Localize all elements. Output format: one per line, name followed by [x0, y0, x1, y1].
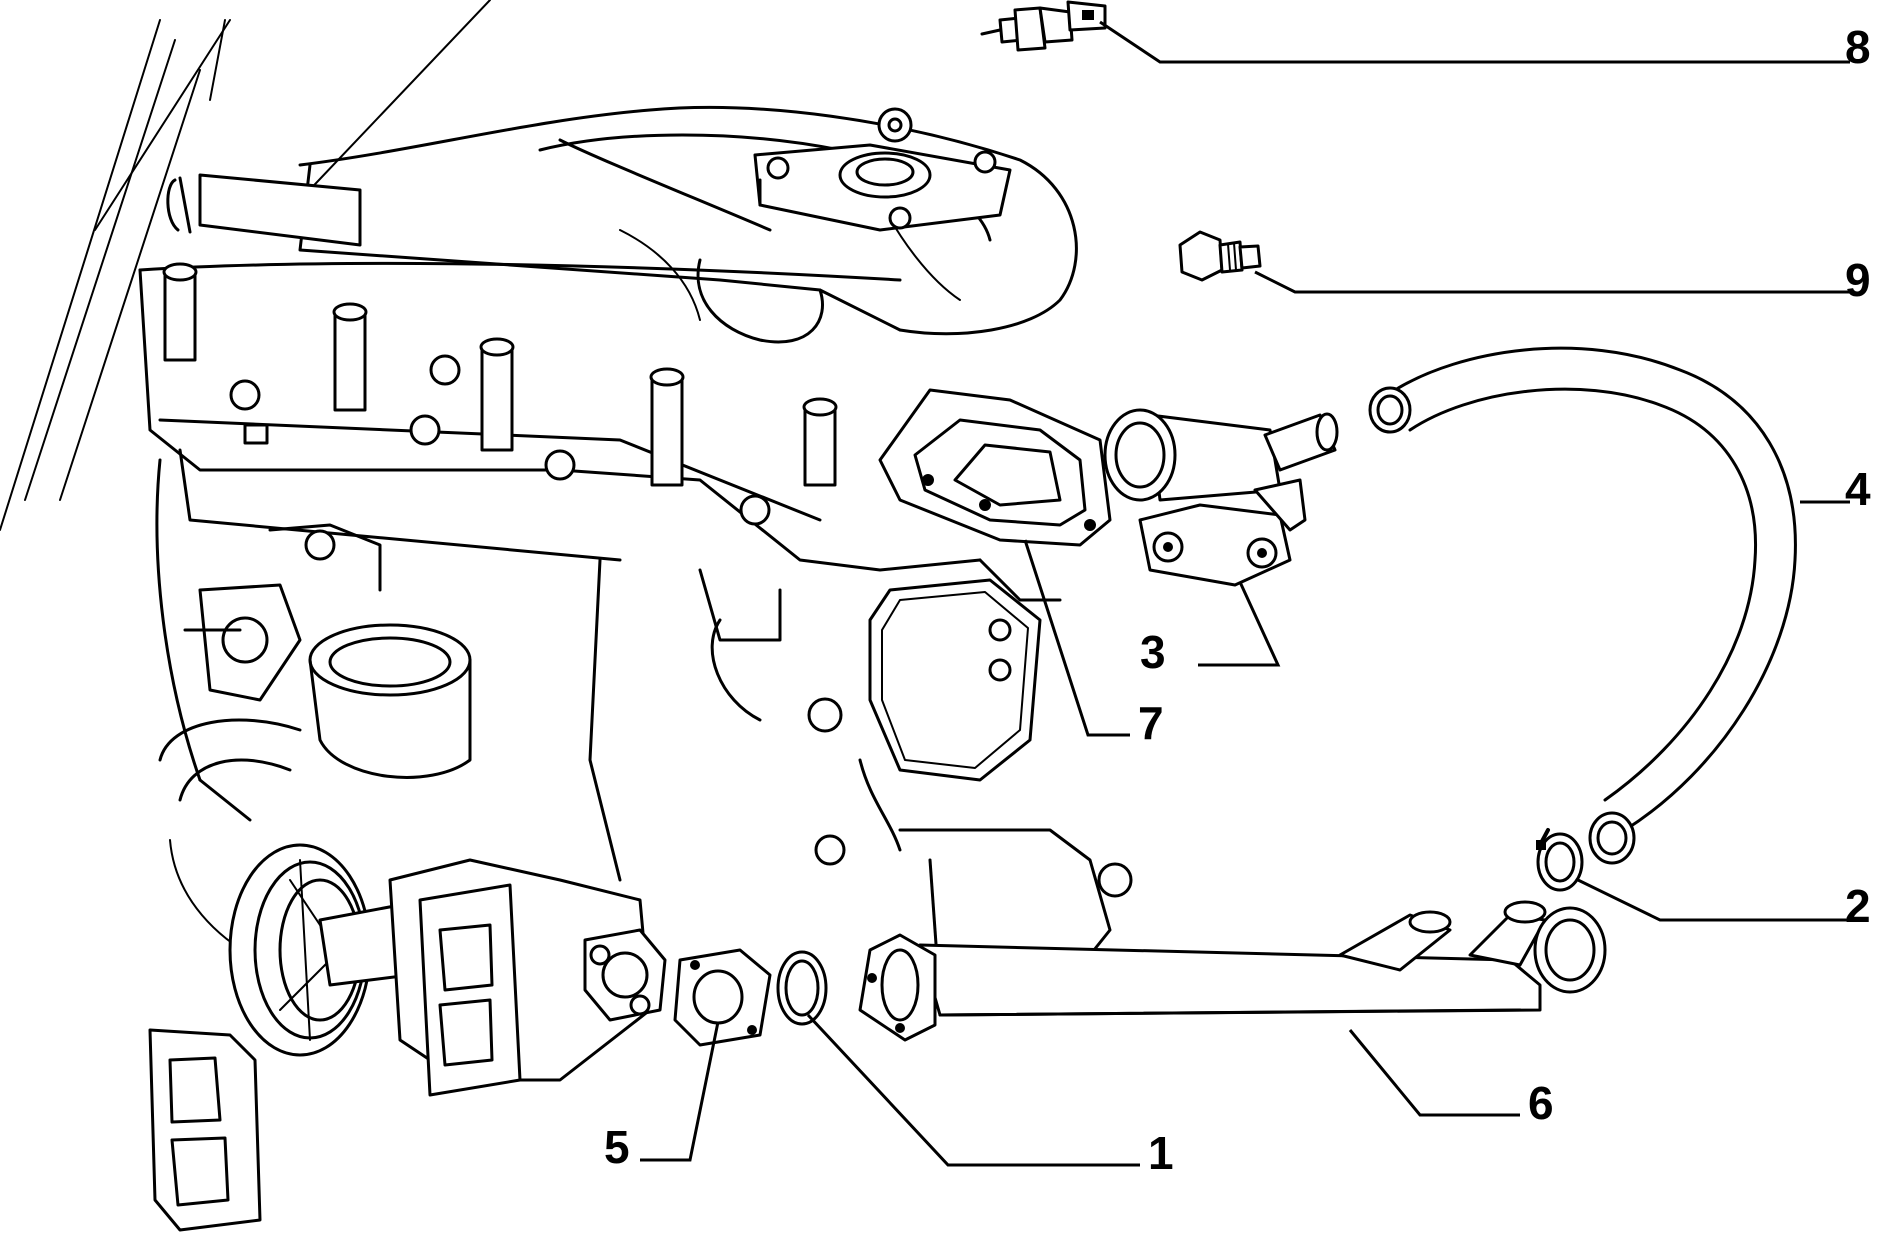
- callout-1: 1: [1148, 1127, 1174, 1179]
- callout-2: 2: [1845, 880, 1871, 932]
- callout-9: 9: [1845, 254, 1871, 306]
- callout-4: 4: [1845, 463, 1871, 515]
- part-8-sender: [980, 0, 1107, 52]
- callout-3: 3: [1140, 626, 1166, 678]
- part-7-gasket: [878, 388, 1112, 547]
- part-9-plug: [1178, 230, 1262, 282]
- callout-8: 8: [1845, 21, 1871, 73]
- part-4-hose: [1368, 346, 1797, 865]
- leader-lines: [640, 20, 1850, 1167]
- engine-block: [0, 0, 1133, 1002]
- water-pump: [228, 843, 667, 1097]
- part-1-o-ring: [776, 950, 828, 1026]
- part-5-gasket: [673, 948, 772, 1047]
- part-6-pipe: [858, 900, 1607, 1042]
- part-2-clamp: [1536, 828, 1584, 892]
- callout-6: 6: [1528, 1077, 1554, 1129]
- pump-gasket: [148, 1028, 262, 1232]
- callout-5: 5: [604, 1121, 630, 1173]
- head-bolts: [162, 262, 838, 526]
- callout-7: 7: [1138, 697, 1164, 749]
- part-3-housing: [1103, 408, 1339, 587]
